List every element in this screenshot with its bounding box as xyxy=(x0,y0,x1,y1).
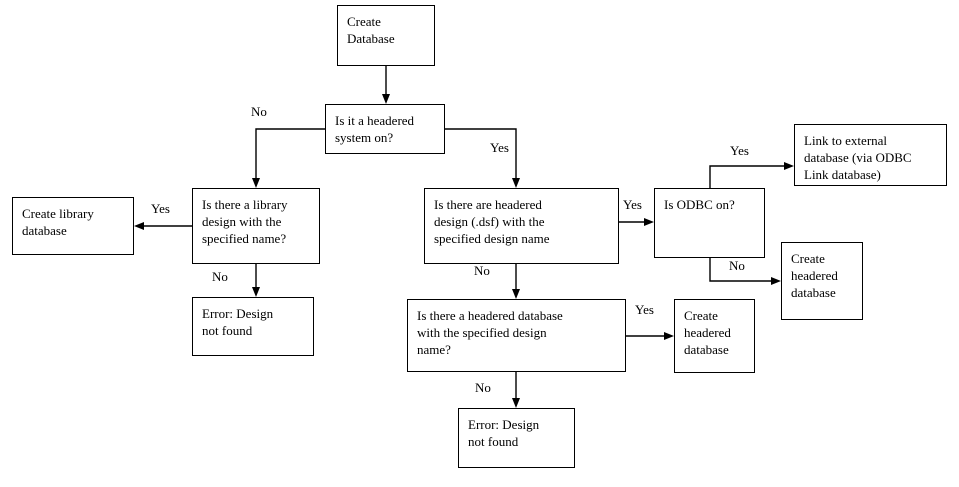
arrowhead-create-headered-middle xyxy=(664,332,674,340)
edge-odbc-yes xyxy=(709,165,786,188)
edge-label-headered-design-yes: Yes xyxy=(622,197,643,212)
arrowhead-library-design xyxy=(252,178,260,188)
arrowhead-odbc xyxy=(644,218,654,226)
node-create-database[interactable]: Create Database xyxy=(337,5,435,66)
edge-label-headered-database-yes: Yes xyxy=(634,302,655,317)
edge-label-odbc-yes: Yes xyxy=(729,143,750,158)
edge-odbc-no xyxy=(709,258,772,282)
node-is-there-library-design[interactable]: Is there a library design with the speci… xyxy=(192,188,320,264)
arrowhead-error-middle xyxy=(512,398,520,408)
arrowhead-headered-database xyxy=(512,289,520,299)
node-error-design-not-found-middle[interactable]: Error: Design not found xyxy=(458,408,575,468)
edge-label-odbc-no: No xyxy=(728,258,746,273)
edge-label-headered-database-no: No xyxy=(474,380,492,395)
edge-label-headered-system-yes: Yes xyxy=(489,140,510,155)
node-link-to-external-database[interactable]: Link to external database (via ODBC Link… xyxy=(794,124,947,186)
edge-label-library-design-no: No xyxy=(211,269,229,284)
edge-headered-system-no xyxy=(255,128,325,178)
node-is-there-headered-database[interactable]: Is there a headered database with the sp… xyxy=(407,299,626,372)
node-is-headered-system-on[interactable]: Is it a headered system on? xyxy=(325,104,445,154)
edge-label-library-design-yes: Yes xyxy=(150,201,171,216)
arrowhead-create-library-db xyxy=(134,222,144,230)
node-error-design-not-found-left[interactable]: Error: Design not found xyxy=(192,297,314,356)
arrowhead-error-left xyxy=(252,287,260,297)
arrowhead-headered-system xyxy=(382,94,390,104)
node-create-headered-database-right[interactable]: Create headered database xyxy=(781,242,863,320)
node-is-there-headered-design-dsf[interactable]: Is there are headered design (.dsf) with… xyxy=(424,188,619,264)
arrowhead-link-external xyxy=(784,162,794,170)
arrowhead-headered-design xyxy=(512,178,520,188)
node-is-odbc-on[interactable]: Is ODBC on? xyxy=(654,188,765,258)
node-create-headered-database-middle[interactable]: Create headered database xyxy=(674,299,755,373)
node-create-library-database[interactable]: Create library database xyxy=(12,197,134,255)
arrowhead-create-headered-right xyxy=(771,277,781,285)
edge-headered-system-yes xyxy=(445,128,517,178)
edge-label-headered-design-no: No xyxy=(473,263,491,278)
edge-label-headered-system-no: No xyxy=(250,104,268,119)
